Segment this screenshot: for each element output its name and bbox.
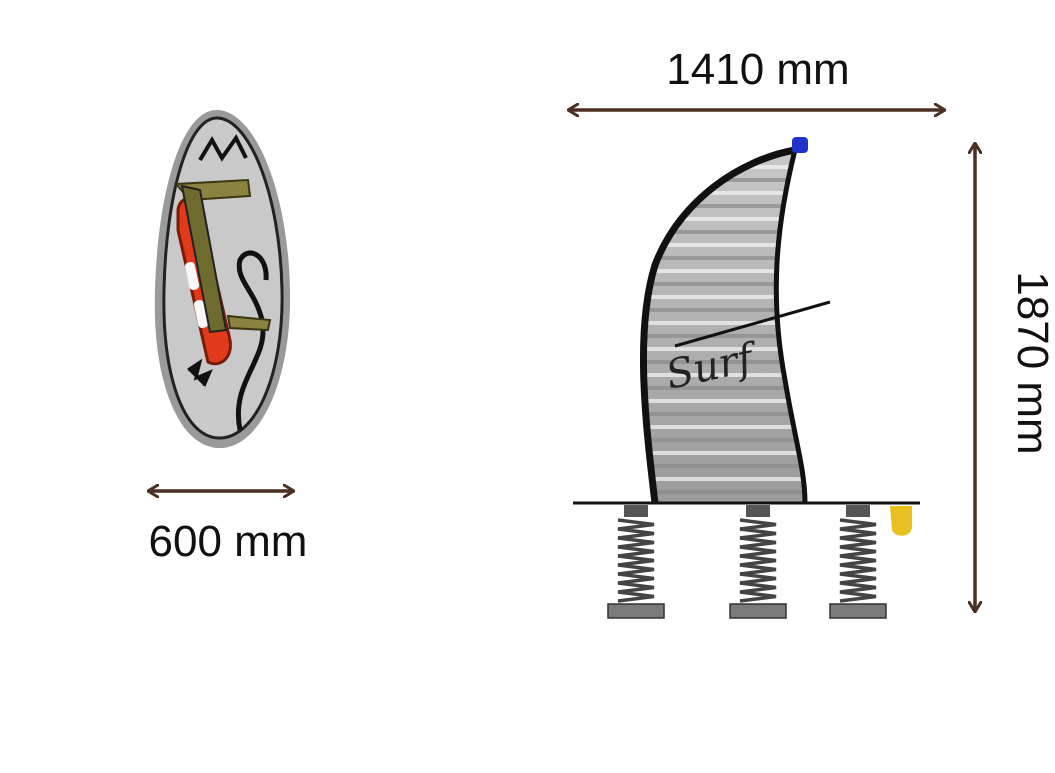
top-view-handle-bottom bbox=[226, 314, 272, 332]
height-label-side-view: 1870 mm bbox=[1008, 271, 1055, 454]
body-stripe bbox=[643, 269, 805, 273]
body-stripe bbox=[643, 438, 805, 442]
side-view-right-edge bbox=[773, 149, 808, 504]
body-stripe bbox=[643, 256, 805, 260]
top-view-swirl-left bbox=[187, 358, 213, 387]
body-stripe bbox=[643, 360, 805, 364]
body-stripe bbox=[643, 373, 805, 377]
body-stripe bbox=[643, 490, 805, 494]
body-stripe bbox=[643, 334, 805, 338]
top-view-post bbox=[180, 184, 228, 334]
body-stripe bbox=[643, 295, 805, 299]
side-view-springs bbox=[607, 505, 887, 619]
dimension-width-top-view: 600 mm bbox=[148, 491, 307, 566]
top-view bbox=[154, 109, 291, 449]
side-view-handle bbox=[674, 300, 831, 348]
side-view: Surf bbox=[573, 137, 920, 619]
body-stripe bbox=[643, 412, 805, 416]
spring bbox=[729, 505, 787, 619]
body-stripe bbox=[643, 230, 805, 234]
body-stripe bbox=[643, 204, 805, 208]
body-stripe bbox=[643, 477, 805, 481]
body-stripe bbox=[643, 217, 805, 221]
dimension-width-side-view: 1410 mm bbox=[568, 45, 945, 110]
top-view-seat-slot bbox=[184, 262, 200, 290]
side-view-cap bbox=[792, 137, 808, 153]
body-stripe bbox=[643, 399, 805, 403]
body-stripe bbox=[643, 451, 805, 455]
top-view-swirl-right bbox=[235, 250, 269, 431]
spring bbox=[607, 505, 665, 619]
body-stripe bbox=[643, 347, 805, 351]
dimension-height-side-view: 1870 mm bbox=[975, 143, 1055, 612]
side-view-body bbox=[643, 150, 805, 503]
spring bbox=[829, 505, 887, 619]
body-stripe bbox=[643, 308, 805, 312]
side-view-left-edge bbox=[639, 146, 796, 504]
body-stripe bbox=[643, 243, 805, 247]
body-stripe bbox=[643, 321, 805, 325]
body-stripe bbox=[643, 191, 805, 195]
body-stripe bbox=[643, 425, 805, 429]
side-view-yellow-tag bbox=[890, 506, 912, 536]
body-stripe bbox=[643, 282, 805, 286]
width-label-top-view: 600 mm bbox=[149, 517, 308, 566]
body-stripe bbox=[643, 464, 805, 468]
top-view-swirl-top bbox=[198, 134, 248, 162]
body-stripe bbox=[643, 386, 805, 390]
width-label-side-view: 1410 mm bbox=[666, 45, 849, 94]
